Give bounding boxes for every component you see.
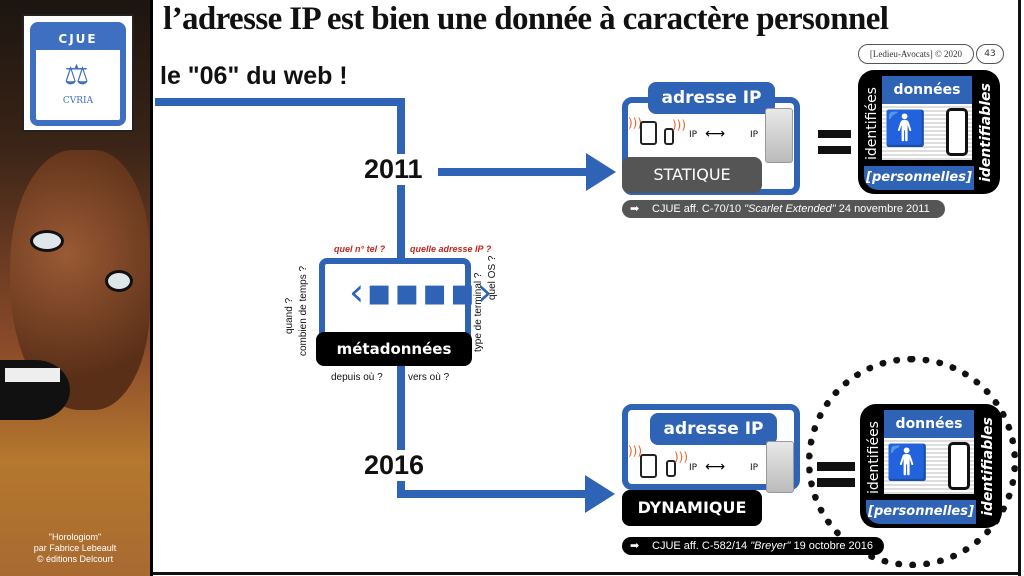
man-icon: 🚹 (884, 109, 927, 149)
card-right-label: identifiables (980, 417, 996, 516)
image-credit: "Horologiom" par Fabrice Lebeault © édit… (0, 532, 150, 565)
arrow-2011-shaft (438, 168, 588, 176)
page-number: 43 (976, 44, 1004, 64)
slide-border (153, 572, 1021, 575)
wifi-icon: ))) (628, 444, 643, 458)
credit-line: par Fabrice Lebeault (33, 543, 117, 553)
connector-line (155, 98, 405, 106)
citation-text: CJUE aff. C-70/10 (652, 203, 745, 215)
card-left-label: identifiées (866, 421, 882, 494)
ip-label: IP (750, 130, 759, 140)
question-ip: quelle adresse IP ? (410, 244, 492, 254)
server-icon (766, 441, 794, 493)
phone-icon (666, 460, 676, 477)
scales-icon: ⚖ (64, 58, 90, 91)
citation-case: "Breyer" (750, 540, 791, 552)
card-bottom-label: [personnelles] (864, 166, 974, 190)
comic-illustration: CJUE ⚖ CVRIA "Horologiom" par Fabrice Le… (0, 0, 153, 576)
comic-eye (105, 270, 133, 292)
arrow-2011-head (586, 153, 616, 191)
cjue-logo: CJUE ⚖ CVRIA (30, 22, 126, 126)
equals-sign (817, 462, 855, 471)
slide-border (1018, 0, 1021, 576)
server-icon (765, 108, 793, 163)
speech-bubble: CJUE ⚖ CVRIA (22, 14, 134, 132)
card-top-label: données (884, 410, 974, 438)
question-when: quand ? (284, 297, 295, 334)
arrow-2016-head (585, 475, 615, 513)
wifi-icon: ))) (674, 450, 689, 464)
dynamic-label: DYNAMIQUE (622, 490, 762, 526)
smartphone-icon (948, 442, 970, 490)
slide-title: l’adresse IP est bien une donnée à carac… (163, 1, 889, 37)
equals-sign (817, 478, 855, 487)
man-icon: 🚹 (886, 443, 929, 483)
slide-subtitle: le "06" du web ! (160, 62, 348, 90)
metadata-label: métadonnées (316, 332, 472, 366)
question-terminal: type de terminal ? (473, 272, 484, 353)
year-2011: 2011 (360, 154, 427, 185)
data-card: données 🚹 [personnelles] identifiées ide… (858, 70, 1000, 194)
ip-tab: adresse IP (650, 413, 777, 445)
citation-scarlet: ➡ CJUE aff. C-70/10 "Scarlet Extended" 24… (622, 200, 945, 218)
question-from: depuis où ? (331, 372, 383, 383)
arrow-right-icon: ➡ (630, 203, 640, 215)
card-right-label: identifiables (978, 83, 994, 182)
citation-date: 19 octobre 2016 (790, 540, 874, 552)
logo-header: CJUE (36, 28, 120, 50)
bidirectional-arrow-icon: ⟷ (705, 126, 726, 142)
arrow-2016-shaft (397, 490, 587, 498)
question-os: quel OS ? (487, 255, 498, 300)
wifi-icon: ))) (628, 116, 643, 130)
document-code-icon: ‹▪▪▪▪› (349, 270, 495, 314)
citation-breyer: ➡ CJUE aff. C-582/14 "Breyer" 19 octobre … (622, 537, 884, 555)
ip-label: IP (689, 463, 698, 473)
highlight-circle (806, 356, 1018, 568)
ip-label: IP (750, 463, 759, 473)
citation-text: CJUE aff. C-582/14 (652, 540, 751, 552)
phone-icon (664, 128, 674, 145)
card-top-label: données (882, 76, 972, 104)
question-phone: quel n° tel ? (334, 244, 386, 254)
citation-case: "Scarlet Extended" (744, 203, 836, 215)
ip-label: IP (689, 130, 698, 140)
card-bottom-label: [personnelles] (866, 500, 976, 524)
citation-date: 24 novembre 2011 (835, 203, 930, 215)
wifi-icon: ))) (672, 118, 687, 132)
year-2016: 2016 (360, 450, 429, 481)
logo-text: CVRIA (62, 96, 94, 106)
card-left-label: identifiées (864, 87, 880, 160)
bidirectional-arrow-icon: ⟷ (705, 459, 726, 475)
credit-line: © éditions Delcourt (36, 554, 114, 564)
credit-line: "Horologiom" (48, 532, 102, 542)
data-card: données 🚹 [personnelles] identifiées ide… (860, 404, 1002, 528)
equals-sign (818, 146, 851, 154)
ip-tab: adresse IP (648, 82, 775, 114)
copyright: [Ledieu-Avocats] © 2020 (858, 44, 974, 64)
question-to: vers où ? (408, 372, 450, 383)
tablet-icon (640, 121, 657, 145)
smartphone-icon (946, 108, 968, 156)
tablet-icon (640, 454, 657, 478)
comic-eye (30, 230, 64, 252)
arrow-right-icon: ➡ (630, 540, 640, 552)
static-label: STATIQUE (622, 157, 762, 193)
equals-sign (818, 130, 851, 138)
question-duration: combien de temps ? (298, 265, 309, 356)
comic-teeth (5, 368, 60, 382)
